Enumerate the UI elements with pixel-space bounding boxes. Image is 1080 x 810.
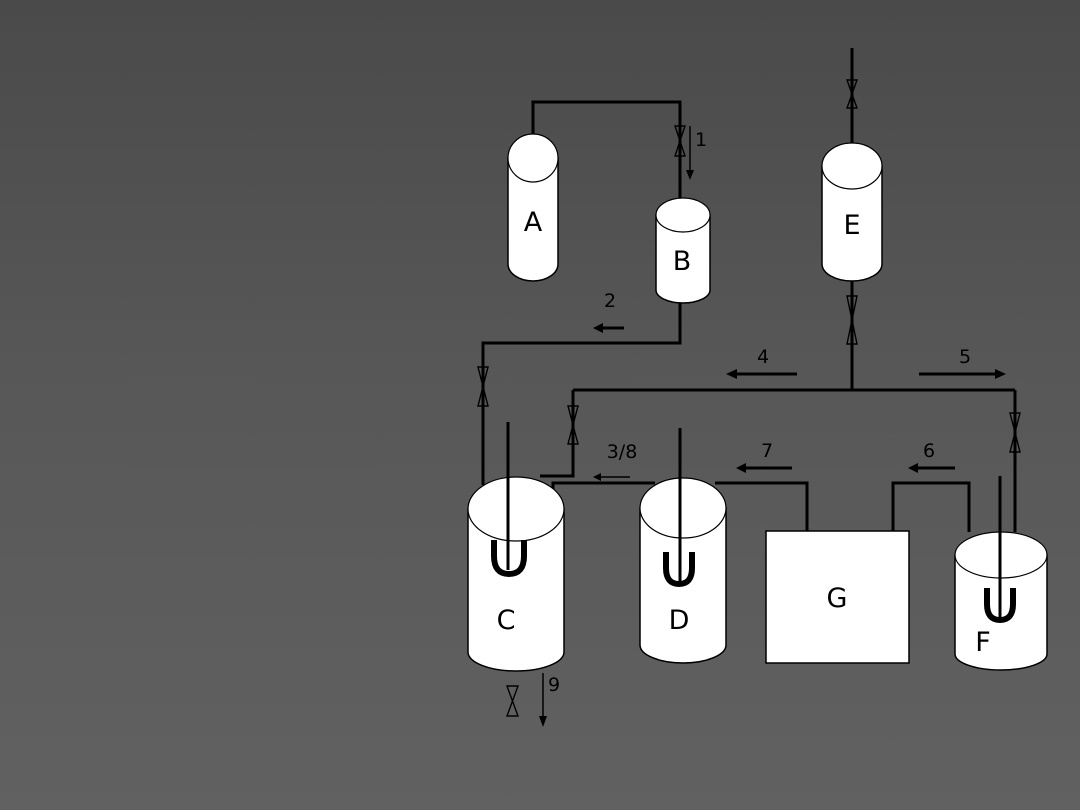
vessel-f-label: F [975, 627, 991, 658]
unit-g-label: G [827, 583, 848, 614]
flow-label-2: 2 [604, 290, 616, 312]
vessel-a [507, 133, 559, 282]
vessel-d-label: D [669, 605, 690, 636]
stirrer-f [984, 476, 1016, 624]
pipe-network [481, 48, 1017, 532]
flow-label-9: 9 [548, 674, 560, 696]
arrow-flow-9 [539, 673, 547, 727]
valve-header-f-line[interactable] [1009, 412, 1021, 453]
unit-g [765, 530, 910, 664]
arrow-flow-4 [726, 369, 797, 379]
flow-label-3-8: 3/8 [607, 441, 638, 463]
flow-label-7: 7 [761, 440, 773, 462]
pipe-g-to-f [891, 481, 971, 532]
vessel-b [655, 197, 711, 304]
arrow-flow-7 [736, 463, 792, 473]
vessel-b-label: B [673, 246, 692, 277]
arrow-flow-2 [593, 323, 624, 333]
vessel-a-label: A [524, 207, 543, 238]
arrow-flow-1 [686, 126, 694, 180]
arrow-flow-6 [908, 463, 955, 473]
vessel-d [639, 477, 727, 664]
stirrer-c [491, 422, 527, 578]
stirrer-d [663, 428, 695, 588]
valve-c-drain[interactable] [505, 685, 520, 717]
valve-e-outlet[interactable] [846, 295, 858, 345]
pipe-c-to-d [551, 481, 655, 492]
vessel-e-label: E [843, 210, 860, 241]
valve-header-c-line[interactable] [567, 405, 579, 445]
flow-label-6: 6 [923, 440, 935, 462]
valve-e-inlet[interactable] [846, 79, 858, 109]
valve-a-b-line[interactable] [674, 125, 686, 157]
vessel-e [821, 142, 883, 282]
valve-b-c-line[interactable] [477, 366, 489, 407]
pipe-header-to-c [540, 390, 575, 478]
arrow-flow-3-8 [593, 473, 630, 481]
pipe-b-to-c [481, 302, 682, 485]
pipe-a-to-b [531, 100, 682, 198]
vessel-c-label: C [497, 605, 516, 636]
flow-label-5: 5 [959, 346, 971, 368]
arrow-flow-5 [919, 369, 1006, 379]
flow-label-4: 4 [757, 346, 769, 368]
pipe-d-to-g [715, 481, 809, 532]
flow-label-1: 1 [695, 129, 707, 151]
